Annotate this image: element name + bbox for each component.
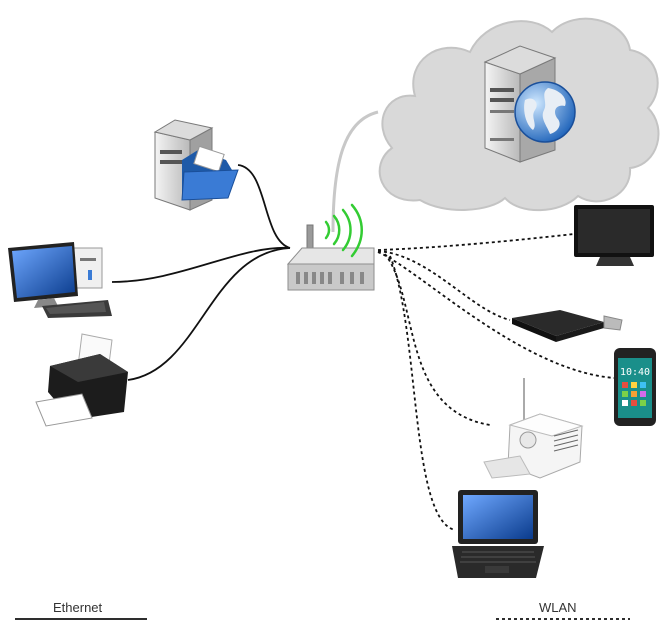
- web-server-icon[interactable]: [483, 45, 576, 163]
- tv-icon[interactable]: [574, 205, 654, 266]
- desktop-computer-icon[interactable]: [8, 242, 112, 318]
- cloud-connection-line: [331, 110, 379, 233]
- wlan-legend-label: WLAN: [539, 600, 577, 615]
- laptop-icon[interactable]: [452, 490, 544, 578]
- radio-icon[interactable]: [483, 378, 584, 479]
- wifi-signal-icon: [324, 203, 363, 258]
- ethernet-legend-label: Ethernet: [53, 600, 103, 615]
- file-server-icon[interactable]: [153, 119, 239, 211]
- printer-icon[interactable]: [35, 333, 128, 427]
- smartphone-icon[interactable]: 10:40: [614, 348, 656, 426]
- folder-icon: [181, 145, 239, 201]
- wlan-connections: [377, 233, 615, 531]
- phone-clock-text: 10:40: [620, 367, 650, 378]
- ethernet-connections: [111, 164, 291, 381]
- globe-icon: [514, 81, 576, 143]
- wireless-router-icon[interactable]: [286, 203, 375, 291]
- streaming-stick-icon[interactable]: [512, 310, 623, 342]
- app-icons: [622, 382, 646, 406]
